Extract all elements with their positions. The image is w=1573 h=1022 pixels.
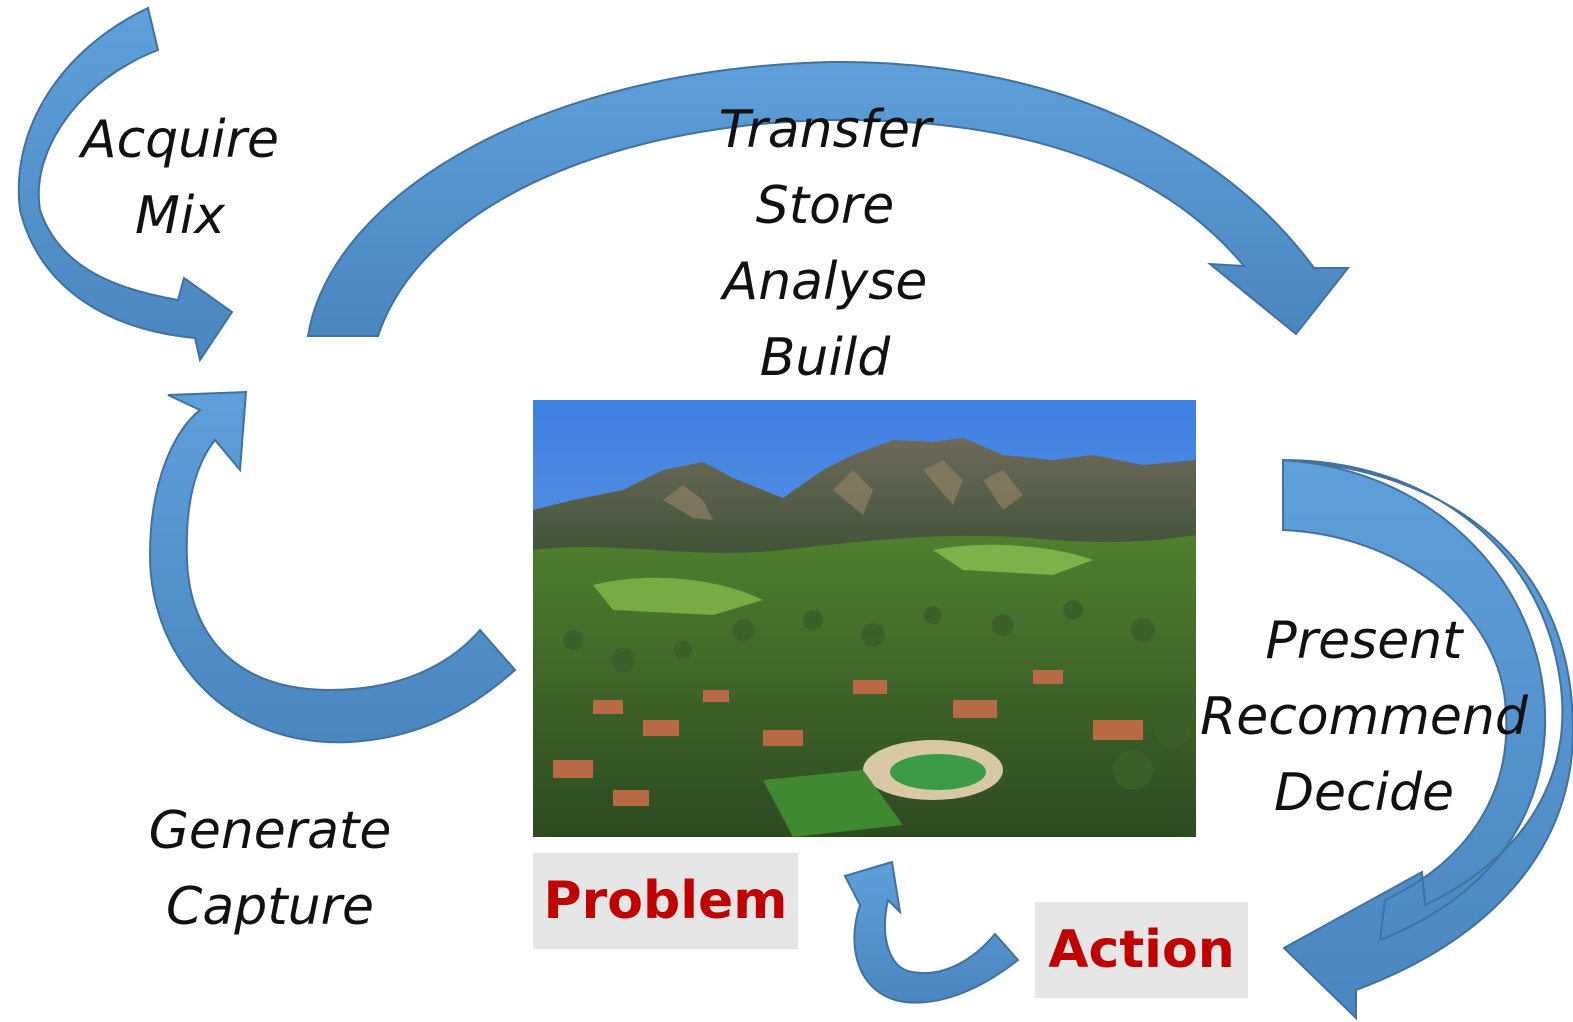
generate-text: Generate bbox=[148, 801, 392, 861]
action-tag: Action bbox=[1035, 902, 1248, 998]
transfer-text: Transfer bbox=[718, 100, 932, 160]
campus-aerial-illustration bbox=[533, 400, 1196, 837]
analyse-text: Analyse bbox=[722, 252, 928, 312]
generate-return-arrow bbox=[148, 390, 517, 744]
present-text: Present bbox=[1265, 611, 1463, 671]
generate-capture-label: Generate Capture bbox=[130, 793, 410, 945]
present-recommend-decide-label: Present Recommend Decide bbox=[1196, 603, 1532, 831]
build-text: Build bbox=[759, 328, 891, 388]
capture-text: Capture bbox=[166, 877, 374, 937]
present-arc-arrow bbox=[1282, 458, 1573, 1021]
acquire-mix-label: Acquire Mix bbox=[60, 102, 300, 254]
action-text: Action bbox=[1048, 920, 1235, 980]
mix-text: Mix bbox=[134, 186, 226, 246]
decide-text: Decide bbox=[1273, 763, 1455, 823]
action-loop-arrow bbox=[843, 860, 1020, 1004]
recommend-text: Recommend bbox=[1200, 687, 1528, 747]
transfer-store-analyse-build-label: Transfer Store Analyse Build bbox=[680, 92, 970, 396]
problem-text: Problem bbox=[543, 871, 788, 931]
store-text: Store bbox=[755, 176, 895, 236]
transfer-arc-arrow bbox=[306, 60, 1351, 337]
campus-aerial-photo bbox=[533, 400, 1196, 837]
problem-tag: Problem bbox=[533, 853, 798, 949]
acquire-text: Acquire bbox=[81, 110, 279, 170]
acquire-loop-arrow bbox=[17, 6, 234, 363]
